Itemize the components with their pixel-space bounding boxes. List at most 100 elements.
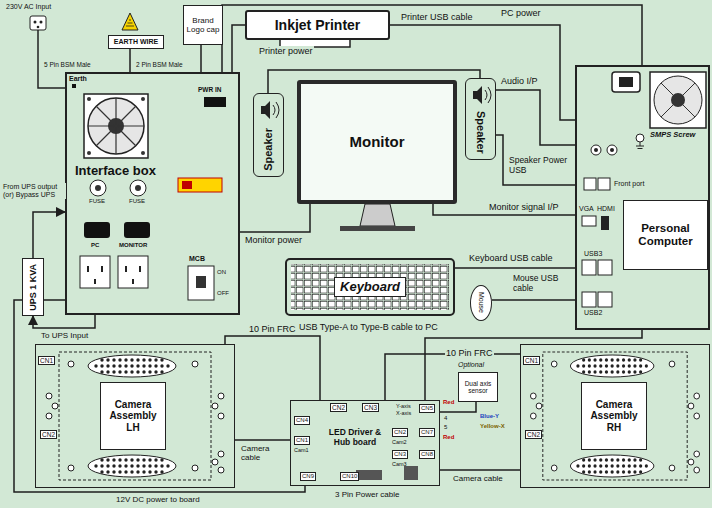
led-dot xyxy=(639,364,642,367)
part-label: PC xyxy=(91,242,99,249)
computer: Personal Computer xyxy=(575,65,710,330)
led-dot xyxy=(118,458,121,461)
led-dot xyxy=(154,364,157,367)
part-label: VGA xyxy=(579,205,594,213)
connector-tag: CN9 xyxy=(300,472,316,481)
part-label: MCB xyxy=(189,255,205,263)
part-label: MONITOR xyxy=(119,242,147,249)
cable-label: 12V DC power to board xyxy=(115,495,201,504)
led-dot xyxy=(588,470,591,473)
led-dot xyxy=(124,464,127,467)
led-dots xyxy=(576,358,648,473)
led-dot xyxy=(100,364,103,367)
connector-tag: CN8 xyxy=(419,450,435,459)
connector-tag: CN3 xyxy=(362,403,379,412)
led-dot xyxy=(100,470,103,473)
led-dot xyxy=(166,364,169,367)
cable-label: Speaker Power USB xyxy=(508,156,574,176)
led-dot xyxy=(616,370,619,373)
cable xyxy=(33,212,65,258)
connector-tag: CN10 xyxy=(340,472,359,481)
cable-label: To UPS Input xyxy=(40,331,89,340)
interface-parts xyxy=(72,84,226,300)
part-label: PWR IN xyxy=(198,86,221,93)
node-text: Speaker xyxy=(262,128,275,171)
cable-label: From UPS output (or) Bypass UPS xyxy=(2,183,66,199)
led-dot xyxy=(148,358,151,361)
speaker-icon xyxy=(261,101,279,119)
part-label: OFF xyxy=(217,290,229,297)
led-dot xyxy=(118,358,121,361)
led-dot xyxy=(633,470,636,473)
led-dot xyxy=(112,458,115,461)
connector-tag: CN7 xyxy=(419,428,435,437)
led-dot xyxy=(616,358,619,361)
led-dot xyxy=(160,364,163,367)
led-dot xyxy=(106,458,109,461)
led-dot xyxy=(160,358,163,361)
led-dot xyxy=(136,458,139,461)
led-dot xyxy=(148,370,151,373)
speaker-icon xyxy=(473,86,491,104)
node-text: LED Driver & Hub board xyxy=(324,428,386,448)
connector-tag: CN2 xyxy=(330,403,347,412)
part-label: Front port xyxy=(614,180,644,188)
node-text: Speaker xyxy=(474,111,487,154)
led-dot xyxy=(588,464,591,467)
led-dot xyxy=(599,464,602,467)
led-dot xyxy=(106,358,109,361)
led-dot xyxy=(628,364,631,367)
led-dot xyxy=(136,464,139,467)
led-dot xyxy=(118,464,121,467)
cable-label: Printer power xyxy=(258,46,314,56)
led-dot xyxy=(154,358,157,361)
led-dot xyxy=(605,470,608,473)
led-dot xyxy=(599,470,602,473)
led-dot xyxy=(130,370,133,373)
node-text: Monitor xyxy=(350,133,405,150)
led-dot xyxy=(142,364,145,367)
led-dot xyxy=(582,470,585,473)
led-dot xyxy=(160,370,163,373)
logo-cap: Brand Logo cap xyxy=(183,5,223,45)
led-dot xyxy=(588,458,591,461)
led-dot xyxy=(124,458,127,461)
pc-parts xyxy=(582,72,706,307)
part-label: Y-axis xyxy=(396,403,411,409)
led-dot xyxy=(112,364,115,367)
led-dot xyxy=(142,358,145,361)
led-dot xyxy=(639,458,642,461)
part-label: USB3 xyxy=(584,250,602,258)
led-dot xyxy=(593,470,596,473)
led-dot xyxy=(112,358,115,361)
led-dot xyxy=(148,464,151,467)
connector-tag: CN1 xyxy=(38,356,55,365)
part-label: 5 xyxy=(444,424,447,431)
node-text: UPS 1 KVA xyxy=(28,264,38,311)
led-dot xyxy=(611,458,614,461)
part-label: Red xyxy=(443,399,454,406)
led-dots xyxy=(94,358,169,473)
led-dot xyxy=(593,370,596,373)
part-label: ON xyxy=(217,269,226,276)
led-dot xyxy=(154,464,157,467)
led-dot xyxy=(154,470,157,473)
connector-tag: CN5 xyxy=(419,404,435,413)
part-label: 2 Pin BSM Male xyxy=(136,61,183,68)
led-dot xyxy=(628,358,631,361)
monitor: Monitor xyxy=(297,80,457,204)
node-text: Personal Computer xyxy=(623,200,708,270)
led-dot xyxy=(94,464,97,467)
led-dot xyxy=(118,370,121,373)
cable-label: Camera cable xyxy=(240,444,288,462)
connector-tag: CN1 xyxy=(294,436,310,445)
led-dot xyxy=(576,364,579,367)
led-dot xyxy=(154,370,157,373)
cable-label: Monitor power xyxy=(244,235,303,245)
earth-symbol xyxy=(126,20,134,26)
led-dot xyxy=(582,464,585,467)
node-text: Dual axis sensor xyxy=(459,380,497,394)
led-dot xyxy=(611,370,614,373)
led-dot xyxy=(605,458,608,461)
led-dot xyxy=(616,364,619,367)
